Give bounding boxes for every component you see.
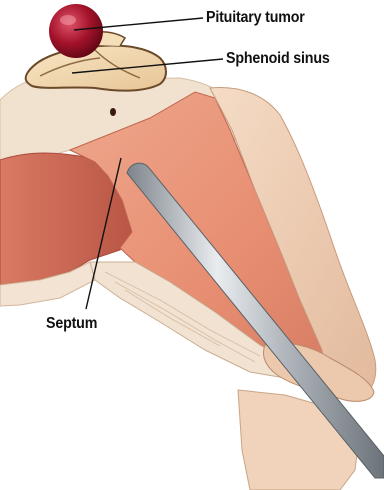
sphenoid-sinus bbox=[26, 46, 166, 91]
sphenoid-ostium bbox=[110, 108, 116, 116]
septum-label: Septum bbox=[46, 315, 97, 333]
pituitary-tumor-label: Pituitary tumor bbox=[206, 9, 305, 27]
tumor-highlight bbox=[60, 15, 76, 25]
sphenoid-sinus-label: Sphenoid sinus bbox=[226, 50, 330, 68]
pituitary-tumor-mass bbox=[49, 4, 103, 58]
